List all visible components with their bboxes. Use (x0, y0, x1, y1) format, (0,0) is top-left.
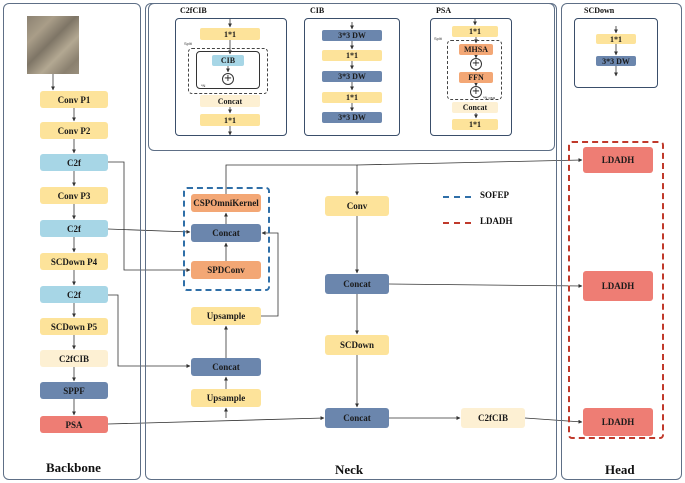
scdown-module-conv: 1*1 (596, 34, 636, 44)
psa-module-mhsa: MHSA (459, 44, 493, 55)
legend-ldadh-swatch (443, 222, 471, 224)
backbone-conv-p2: Conv P2 (40, 122, 108, 139)
neck-scdown: SCDown (325, 335, 389, 355)
c2fcib-add-icon: + (222, 73, 234, 85)
psa-inner-dashed-box (447, 40, 502, 100)
scdown-module-dw: 3*3 DW (596, 56, 636, 66)
ldadh-dashed-box (568, 141, 664, 439)
cib-module-title: CIB (310, 6, 325, 15)
c2fcib-module-top-conv: 1*1 (200, 28, 260, 40)
backbone-conv-p3: Conv P3 (40, 187, 108, 204)
psa-module-title: PSA (436, 6, 452, 15)
c2fcib-module-cib-block: CIB (212, 55, 244, 66)
backbone-conv-p1: Conv P1 (40, 91, 108, 108)
backbone-c2f-3: C2f (40, 286, 108, 303)
connection-line-29 (524, 417, 583, 424)
input-image (27, 16, 79, 74)
backbone-title: Backbone (46, 460, 101, 475)
sofep-dashed-box (183, 187, 270, 291)
neck-concat-bottom: Concat (325, 408, 389, 428)
connection-line-14 (108, 294, 191, 368)
cib-module-block-2: 1*1 (322, 50, 382, 61)
connection-line-19 (356, 158, 583, 166)
head-title: Head (605, 462, 635, 477)
cib-repeat-solid-box (196, 51, 260, 89)
psa-module-box (430, 18, 512, 136)
backbone-scdown-p5: SCDown P5 (40, 318, 108, 335)
c2fcib-module-bottom-conv: 1*1 (200, 114, 260, 126)
neck-concat-low: Concat (191, 358, 261, 376)
connection-line-18 (225, 164, 359, 196)
scdown-module-box (574, 18, 658, 88)
legend-sofep-label: SOFEP (480, 190, 510, 200)
backbone-panel (3, 3, 141, 480)
psa-split-label: Split (434, 36, 442, 41)
connection-line-20 (261, 231, 279, 317)
psa-repeat-label: *N psa (483, 95, 496, 100)
head-ldadh-3: LDADH (583, 408, 653, 436)
neck-sofep-concat: Concat (191, 224, 261, 242)
psa-module-bottom-conv: 1*1 (452, 119, 498, 130)
psa-add-icon-2: + (470, 86, 482, 98)
legend-ldadh-label: LDADH (480, 216, 513, 226)
scdown-module-title: SCDown (584, 6, 615, 15)
neck-spdconv: SPDConv (191, 261, 261, 279)
neck-c2fcib: C2fCIB (461, 408, 525, 428)
neck-conv: Conv (325, 196, 389, 216)
cib-module-block-3: 3*3 DW (322, 71, 382, 82)
psa-module-top-conv: 1*1 (452, 26, 498, 37)
neck-concat-mid: Concat (325, 274, 389, 294)
connection-line-27 (388, 283, 583, 288)
connection-line-13 (107, 228, 191, 234)
backbone-c2f-1: C2f (40, 154, 108, 171)
backbone-c2fcib: C2fCIB (40, 350, 108, 367)
connection-line-15 (107, 416, 325, 425)
psa-module-ffn: FFN (459, 72, 493, 83)
head-panel (561, 3, 682, 480)
c2fcib-module-box (175, 18, 287, 136)
connection-line-12 (108, 161, 191, 272)
cib-module-block-1: 3*3 DW (322, 30, 382, 41)
c2fcib-split-label: Split (184, 41, 192, 46)
backbone-sppf: SPPF (40, 382, 108, 399)
legend-sofep-swatch (443, 196, 471, 198)
psa-module-concat: Concat (452, 102, 498, 113)
modules-panel (148, 3, 555, 151)
backbone-scdown-p4: SCDown P4 (40, 253, 108, 270)
neck-upsample-2: Upsample (191, 389, 261, 407)
c2fcib-module-concat: Concat (200, 95, 260, 107)
head-ldadh-2: LDADH (583, 271, 653, 301)
neck-upsample-1: Upsample (191, 307, 261, 325)
c2fcib-module-title: C2fCIB (180, 6, 207, 15)
neck-cspomnikernel: CSPOmniKernel (191, 194, 261, 212)
c2fcib-repeat-label: *N (201, 83, 206, 88)
c2fcib-inner-dashed-box (188, 48, 268, 94)
psa-add-icon-1: + (470, 58, 482, 70)
cib-module-block-4: 1*1 (322, 92, 382, 103)
backbone-c2f-2: C2f (40, 220, 108, 237)
neck-title: Neck (335, 462, 364, 477)
cib-module-box (304, 18, 400, 136)
cib-module-block-5: 3*3 DW (322, 112, 382, 123)
backbone-psa: PSA (40, 416, 108, 433)
head-ldadh-1: LDADH (583, 147, 653, 173)
